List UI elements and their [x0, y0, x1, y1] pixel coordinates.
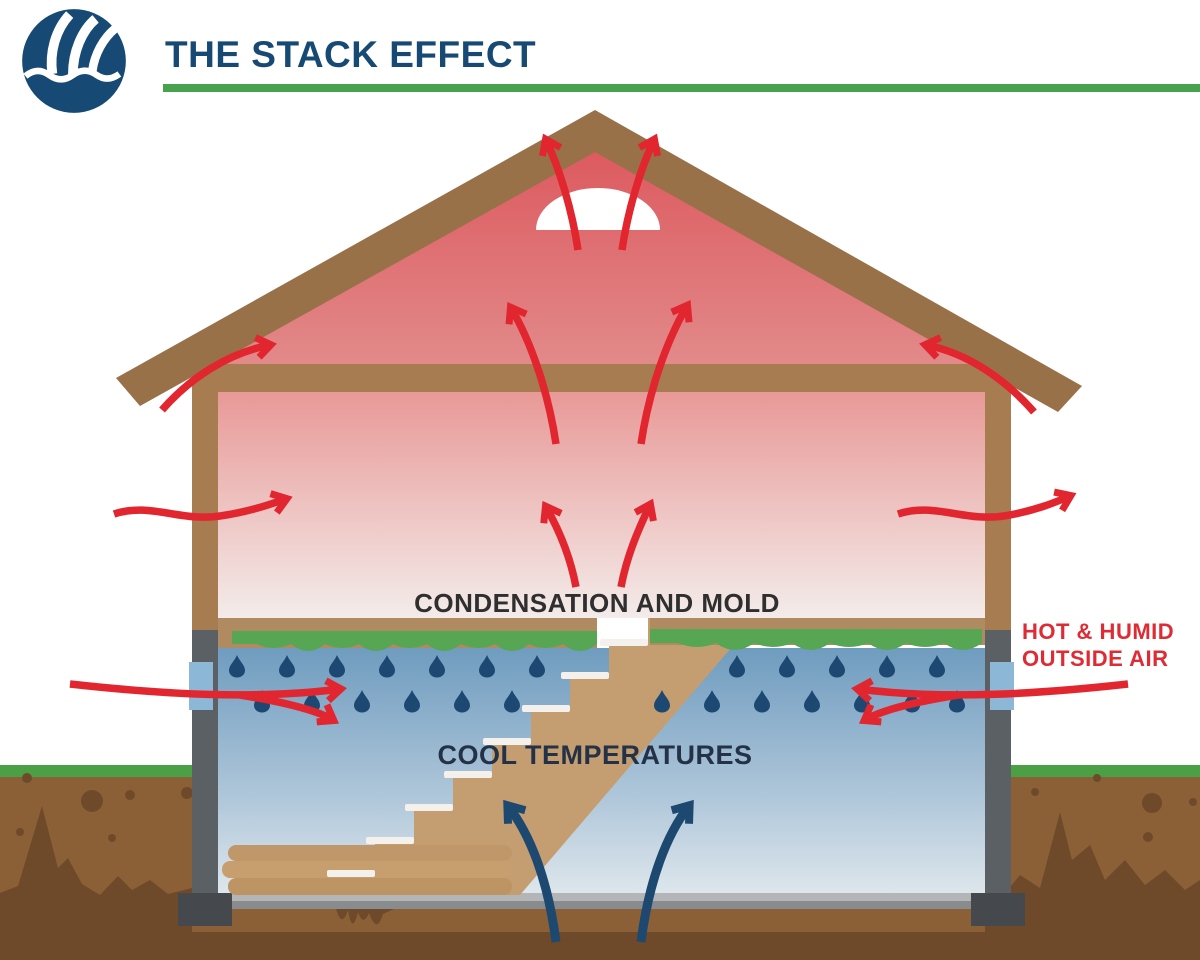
soil-rock — [1142, 793, 1162, 813]
stair-tread — [405, 804, 453, 811]
lumber-stack — [222, 845, 512, 895]
soil-rock — [1031, 788, 1039, 796]
stair-tread — [327, 870, 375, 877]
water-droplet-icon — [529, 655, 545, 678]
water-droplet-icon — [729, 655, 745, 678]
hot-air-arrow-attic-right — [637, 299, 693, 445]
water-droplet-icon — [329, 655, 345, 678]
hot-air-arrow-eave-right — [919, 334, 1037, 415]
water-droplet-icon — [354, 690, 370, 713]
water-droplet-icon — [479, 655, 495, 678]
hot-air-arrow-attic-left — [505, 301, 560, 445]
hot-air-arrow-vent-left — [538, 133, 582, 251]
water-droplet-icon — [879, 655, 895, 678]
stair-tread — [600, 639, 648, 646]
hot-air-arrow-rim-left-a — [69, 677, 347, 704]
attic-space — [211, 150, 985, 366]
stair-tread — [522, 705, 570, 712]
hot-air-arrow-wall-right — [896, 488, 1077, 521]
footing-right — [971, 893, 1025, 926]
soil-rock — [16, 828, 24, 836]
waves-logo-icon — [22, 9, 126, 113]
hot-air-arrow-vent-right — [618, 133, 662, 251]
water-droplet-icon — [704, 690, 720, 713]
right-wall — [985, 364, 1011, 630]
hot-air-arrow-wall-left — [112, 490, 293, 521]
stair-tread — [444, 771, 492, 778]
water-droplet-icon — [654, 690, 670, 713]
soil-rock — [108, 834, 116, 842]
water-droplet-icon — [379, 655, 395, 678]
hot-humid-label-line1: HOT & HUMID — [1022, 619, 1174, 644]
staircase — [336, 618, 731, 895]
water-droplet-icon — [404, 690, 420, 713]
hot-air-arrow-eave-left — [159, 334, 277, 413]
stair-tread — [366, 837, 414, 844]
upper-floor-room — [218, 392, 985, 618]
foundation-vent-left — [189, 662, 213, 710]
water-droplet-icon — [829, 655, 845, 678]
roof-right — [595, 110, 1082, 412]
footing-left — [178, 893, 232, 926]
soil-rock — [1143, 832, 1153, 842]
hot-humid-label-line2: OUTSIDE AIR — [1022, 646, 1168, 671]
cool-temperatures-label: COOL TEMPERATURES — [437, 740, 752, 770]
water-droplet-icon — [754, 690, 770, 713]
stair-tread — [561, 672, 609, 679]
water-droplet-icon — [804, 690, 820, 713]
water-droplet-icon — [779, 655, 795, 678]
water-droplet-icon — [229, 655, 245, 678]
mold-strip — [650, 629, 982, 650]
soil-rock — [1189, 798, 1197, 806]
water-droplet-icon — [454, 690, 470, 713]
left-wall — [192, 364, 218, 630]
hot-air-arrow-rim-right-a — [851, 677, 1129, 704]
water-droplet-icon — [949, 690, 965, 713]
soil-rocks — [16, 773, 1197, 842]
cool-air-arrow-left — [503, 799, 561, 943]
water-droplet-icon — [504, 690, 520, 713]
ceiling-band — [192, 364, 1011, 392]
condensation-label: CONDENSATION AND MOLD — [414, 588, 780, 618]
stair-tread — [483, 738, 531, 745]
stair-treads — [327, 639, 648, 877]
foundation-vent-right — [990, 662, 1014, 710]
hot-air-arrow-ceiling-left — [540, 500, 580, 588]
hot-air-arrow-rim-right-b — [858, 691, 959, 726]
hot-air-arrow-rim-left-b — [239, 691, 340, 726]
roof-left — [116, 110, 595, 406]
mold-strip — [232, 631, 597, 651]
soil-rock — [181, 787, 193, 799]
header: THE STACK EFFECT — [0, 0, 1200, 120]
water-droplet-icon — [429, 655, 445, 678]
soil-rock — [1093, 774, 1101, 782]
basement-slab — [218, 893, 985, 901]
page-title: THE STACK EFFECT — [165, 34, 537, 75]
water-droplet-icon — [929, 655, 945, 678]
soil-drip — [336, 909, 394, 925]
mold-growth — [232, 629, 982, 651]
soil-rock — [22, 773, 32, 783]
soil-rock — [81, 790, 103, 812]
cool-air-arrows — [503, 799, 694, 943]
soil-rock — [125, 790, 135, 800]
basement-slab-edge — [218, 901, 985, 909]
soil-dark — [0, 806, 1200, 960]
water-droplet-icon — [279, 655, 295, 678]
hot-air-arrows — [69, 133, 1129, 726]
hot-air-arrow-ceiling-right — [617, 498, 657, 588]
cool-air-arrow-right — [636, 799, 694, 943]
title-underline — [163, 84, 1200, 92]
